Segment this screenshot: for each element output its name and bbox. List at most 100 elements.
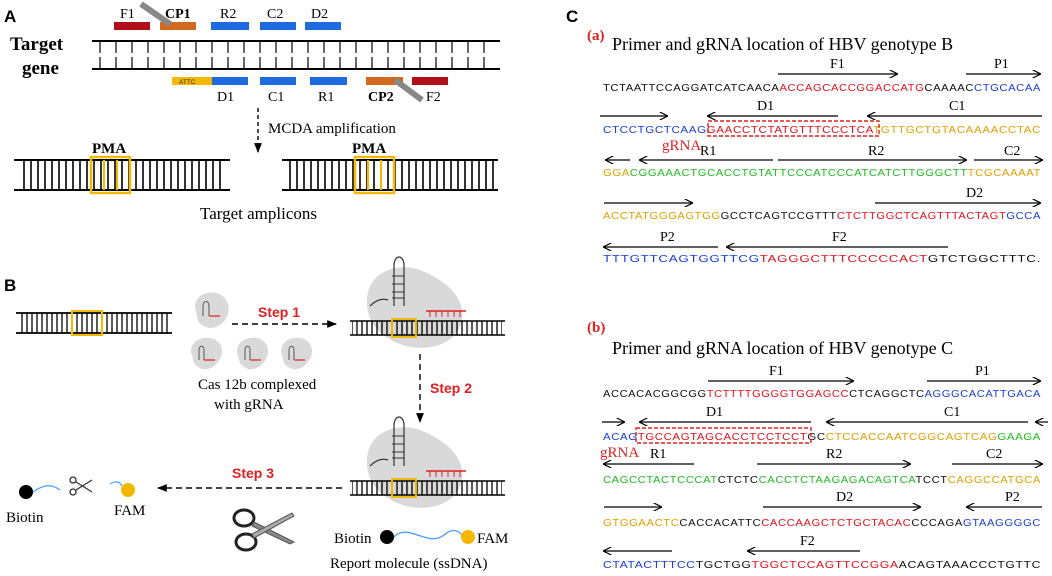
sequence-segment: CAGCCTACTCCCAT	[603, 475, 718, 486]
arrow-b-f1-label: F1	[769, 364, 784, 379]
arrow-a-r2-label: R2	[868, 144, 884, 159]
pma-label-right: PMA	[352, 141, 386, 157]
cas12b-complex-3	[237, 337, 268, 370]
panel-c: C (a) Primer and gRNA location of HBV ge…	[566, 7, 1048, 571]
r1-primer-bar	[310, 77, 347, 85]
sequence-segment: TCCT	[915, 475, 947, 486]
f1-primer-label: F1	[120, 7, 135, 22]
panel-b-label: B	[4, 276, 16, 295]
arrow-b-r2-label: R2	[826, 447, 842, 462]
sequence-segment: GCCTCAGTCCGTTT	[721, 211, 837, 222]
d2-primer-label: D2	[311, 7, 328, 22]
r1-primer-label: R1	[318, 90, 334, 105]
cp2-primer-bar	[366, 77, 403, 85]
target-gene-duplex	[92, 40, 500, 70]
f2-primer-bar	[412, 77, 448, 85]
sequence-segment: GTGGAACTC	[603, 518, 679, 529]
sequence-segment: ACAGTAAACCCTGTTC	[899, 560, 1041, 571]
arrow-b-p2-label: P2	[1005, 490, 1020, 505]
grna-box-b	[635, 427, 812, 444]
target-gene-label-line2: gene	[22, 58, 59, 79]
panel-a: A Target gene F1 CP1 R2 C2 D2 ATTC	[4, 1, 500, 223]
top-primers: F1 CP1 R2 C2 D2	[114, 1, 341, 30]
sequence-segment: AGGGCACATTGACA	[925, 389, 1041, 400]
sequence-segment: CCCAGA	[911, 518, 963, 529]
sequence-segment: CTATACTTTCC	[603, 560, 696, 571]
f2-primer-label: F2	[426, 90, 441, 105]
arrow-a-r1-label: R1	[700, 144, 716, 159]
sequence-segment: CGGAAACTGCACCTGTATTC	[630, 168, 796, 179]
step1-label: Step 1	[258, 304, 300, 320]
cas12b-complex-1	[195, 292, 229, 328]
arrow-a-f2-label: F2	[832, 230, 847, 245]
biotin-label-right: Biotin	[334, 531, 372, 547]
sequence-segment: GC	[807, 432, 825, 443]
sequence-segment: ACCAGCACCGGACCATG	[779, 83, 924, 94]
report-molecule-label: Report molecule (ssDNA)	[330, 556, 487, 572]
step3-label: Step 3	[232, 465, 274, 481]
bound-complex-bottom	[350, 416, 505, 508]
b-amplicon	[16, 310, 172, 336]
sequence-segment: CTCTC	[718, 475, 759, 486]
arrow-b-c1-label: C1	[944, 405, 960, 420]
sequence-segment: ACAG	[603, 432, 638, 443]
subpanel-a-title: Primer and gRNA location of HBV genotype…	[612, 34, 953, 54]
cas12b-complexes	[191, 292, 312, 370]
sequence-segment: CACCTCTAAGAGACAGTCA	[759, 475, 916, 486]
f1-primer-bar	[114, 22, 150, 30]
sequence-segment: CTCTTGGCTCAGTTTACTAGT	[837, 211, 1007, 222]
scissors-large-icon	[232, 508, 296, 552]
sequence-segment: TCTAATTCCAGGATCATCAACA	[603, 83, 779, 94]
step2-label: Step 2	[430, 380, 472, 396]
sequence-segment: CCATCCCATCATCTTGGGCTT	[796, 168, 968, 179]
gene-ticks-top	[99, 41, 485, 53]
arrows-b: F1 P1 D1 C1 R1 R2 C2 D2 P2 F2	[602, 364, 1048, 551]
cp1-primer-bar	[160, 22, 196, 30]
fam-label-left: FAM	[114, 503, 145, 519]
sequence-segment: ACCTATGGGAGTGG	[603, 211, 721, 222]
sequence-segment: GAAGA	[997, 432, 1041, 443]
panel-a-label: A	[4, 7, 16, 26]
sequence-segment: CAAAAC	[924, 83, 974, 94]
cas12b-label-line2: with gRNA	[214, 397, 284, 413]
grna-box-a	[707, 120, 880, 137]
biotin-dot-left	[19, 485, 33, 499]
sequence-segment: CACCACATTC	[679, 518, 761, 529]
cas12b-complex-2	[191, 337, 222, 370]
sequence-segment: TCTTTTGGGGTGGAGCC	[707, 389, 849, 400]
sequence-segment: TGGCTCCAGTTCCGGA	[752, 560, 899, 571]
subpanel-a-tag: (a)	[587, 28, 605, 44]
grna-label-a: gRNA	[662, 138, 701, 154]
arrow-a-p1-label: P1	[994, 57, 1009, 72]
grna-label-b: gRNA	[600, 445, 639, 461]
sequence-segment: GAACCTCTATGTTTCCCTCA	[707, 125, 874, 136]
sequence-segment: CTCAGGCTC	[849, 389, 924, 400]
d2-primer-bar	[305, 22, 341, 30]
cp2-primer-label: CP2	[368, 90, 394, 105]
target-amplicons-label: Target amplicons	[200, 204, 317, 223]
sequence-segment: GTAAGGGGC	[963, 518, 1041, 529]
pma-box-left	[89, 155, 132, 195]
target-gene-label-line1: Target	[10, 34, 64, 55]
pma-box-right	[353, 155, 396, 195]
arrow-b-d2-label: D2	[836, 490, 853, 505]
arrow-b-f2-label: F2	[800, 534, 815, 549]
sequence-segment: ACCACACGGCGG	[603, 389, 707, 400]
bottom-primers: ATTC D1 C1 R1 CP2 F2	[172, 77, 448, 105]
sequence-segment: TCGCAAAAT	[968, 168, 1041, 179]
cp1-primer-label: CP1	[165, 7, 191, 22]
panel-c-label: C	[566, 7, 578, 26]
fam-dot-left	[121, 483, 135, 497]
arrow-b-r1-label: R1	[650, 447, 666, 462]
arrow-a-f1-label: F1	[830, 57, 845, 72]
